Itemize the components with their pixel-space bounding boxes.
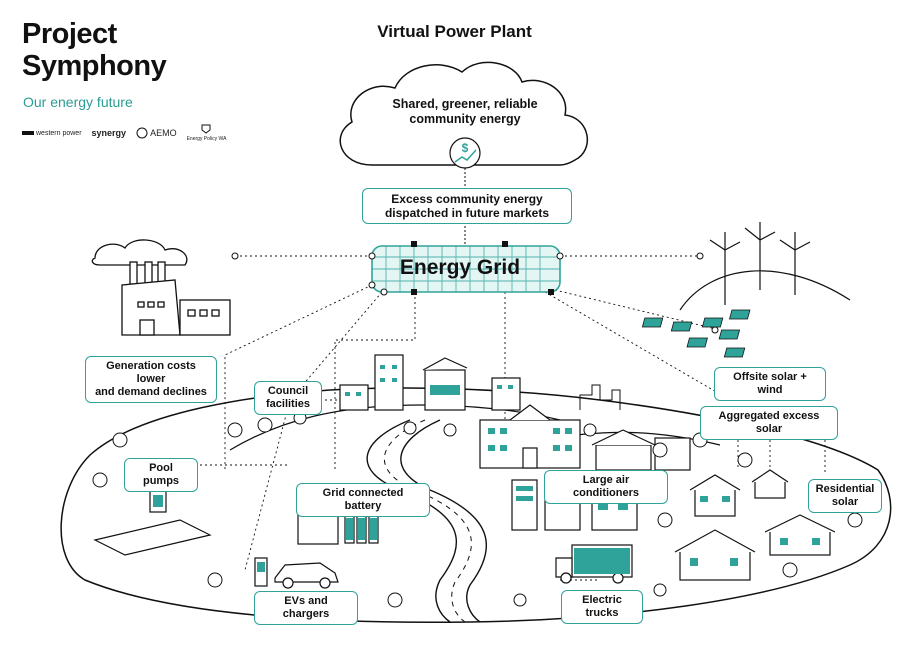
brand-title-line2: Symphony: [22, 50, 167, 82]
page-title: Virtual Power Plant: [377, 22, 532, 41]
dispatch-line2: dispatched in future markets: [384, 206, 550, 220]
council-label: Council facilities: [254, 381, 322, 415]
wind-turbine: [709, 222, 811, 305]
generation-line2: and demand declines: [95, 386, 207, 398]
city-skyline: [579, 384, 621, 410]
road-centerline: [383, 419, 472, 623]
svg-text:$: $: [462, 141, 469, 155]
houses: [674, 469, 836, 581]
aemo-logo: AEMO: [136, 127, 177, 139]
road: [366, 419, 457, 623]
brand-title-line1: Project: [22, 18, 117, 50]
school-building: [479, 404, 581, 469]
partner-name: Energy Policy WA: [186, 136, 227, 142]
generation-label: Generation costs lower and demand declin…: [85, 356, 217, 403]
residential-line2: solar: [831, 496, 859, 508]
cloud-outline: [339, 61, 589, 166]
partner-name: synergy: [91, 128, 127, 138]
trucks-label: Electric trucks: [561, 590, 643, 624]
hill: [229, 404, 561, 451]
partner-name: AEMO: [150, 128, 177, 138]
aircon-label: Large air conditioners: [544, 470, 668, 504]
cloud-caption: Shared, greener, reliable community ener…: [370, 97, 560, 127]
western-power-logo: western power: [22, 128, 82, 138]
energy-grid-label: Energy Grid: [399, 256, 521, 279]
factory-illustration: [91, 239, 231, 336]
partner-name: western power: [36, 129, 82, 137]
council-buildings: [339, 354, 521, 411]
wa-crest-logo: Energy Policy WA: [186, 124, 227, 142]
brand-subtitle: Our energy future: [23, 94, 133, 110]
road: [400, 419, 487, 623]
pool-pumps-label: Pool pumps: [124, 458, 198, 492]
trees: [92, 411, 863, 608]
dispatch-line1: Excess community energy: [391, 192, 543, 206]
cloud-caption-line2: community energy: [409, 112, 521, 126]
generation-line1: Generation costs lower: [106, 360, 196, 385]
residential-line1: Residential: [815, 483, 875, 495]
dispatch-label: Excess community energy dispatched in fu…: [362, 188, 572, 224]
offsite-solar-wind-label: Offsite solar + wind: [714, 367, 826, 401]
council-line2: facilities: [265, 398, 311, 410]
battery-label: Grid connected battery: [296, 483, 430, 517]
aggregated-solar-label: Aggregated excess solar: [700, 406, 838, 440]
council-line1: Council: [267, 385, 309, 397]
wind-hill: [679, 270, 851, 311]
residential-solar-label: Residential solar: [808, 479, 882, 513]
solar-panel-array: [641, 309, 751, 358]
cloud-caption-line1: Shared, greener, reliable: [392, 97, 538, 111]
brand-title: Project Symphony: [22, 18, 167, 82]
partner-logos: western power synergy AEMO Energy Policy…: [22, 124, 226, 142]
synergy-logo: synergy: [92, 128, 127, 138]
evs-label: EVs and chargers: [254, 591, 358, 625]
